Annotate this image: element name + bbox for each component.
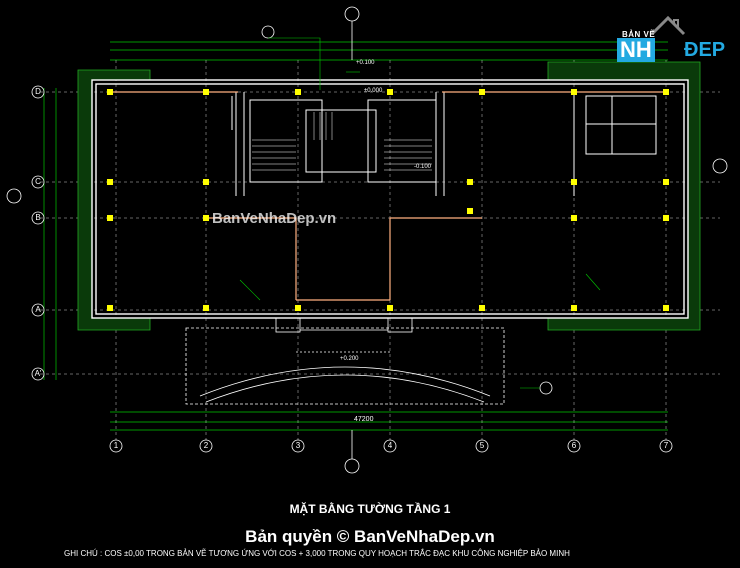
interior-walls [231,92,657,196]
copyright-text: Bản quyền © BanVeNhaDep.vn [245,527,495,546]
watermark: BanVeNhaDep.vn [212,210,337,227]
row-label-b: B [35,213,41,222]
grid-bubbles [31,85,673,453]
grid-label-4: 4 [387,441,393,450]
grid-label-2: 2 [203,441,209,450]
logo-dep: ĐEP [684,39,726,61]
grid-lines [40,60,720,440]
level-annotation: -0.100 [414,164,432,170]
row-label-a-prime: A' [34,369,42,378]
grid-label-6: 6 [571,441,577,450]
level-annotation: ±0.000 [364,88,383,94]
drawing-note: GHI CHÚ : COS ±0,00 TRONG BẢN VẼ TƯƠNG Ứ… [64,549,570,558]
grid-label-1: 1 [113,441,119,450]
logo-nh: NH [617,38,655,62]
level-annotation: +0.200 [340,356,359,362]
top-dimension-lines [43,41,668,431]
overall-dimension: 47200 [354,416,374,423]
grid-label-3: 3 [295,441,301,450]
leader-lines [239,37,601,389]
structural-columns [107,89,669,311]
drawing-title: MẶT BẰNG TƯỜNG TẦNG 1 [289,502,451,516]
row-label-d: D [35,87,41,96]
planter-hatch [77,61,701,331]
house-icon [650,15,686,36]
row-label-c: C [35,177,41,186]
grid-label-5: 5 [479,441,485,450]
row-label-a: A [35,305,41,314]
grid-label-7: 7 [663,441,669,450]
beam-lines [110,91,668,301]
entrance [185,317,505,405]
level-annotation: +0.100 [356,60,375,66]
logo-small-text: BẢN VẼ [622,30,656,39]
stairs [252,112,432,171]
